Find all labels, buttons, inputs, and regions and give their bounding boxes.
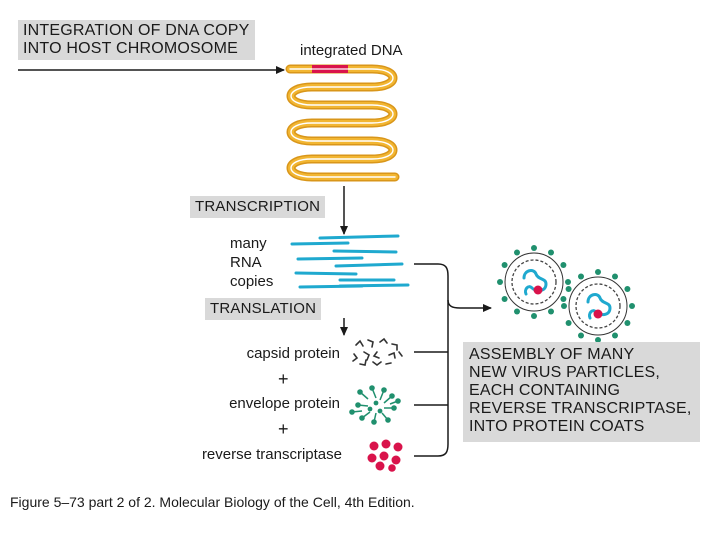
reverse-transcriptase-icon xyxy=(367,439,403,472)
rna-label-line-2: RNA xyxy=(230,254,262,271)
plus-sign: + xyxy=(278,419,289,439)
integration-step-label: INTEGRATION OF DNA COPY INTO HOST CHROMO… xyxy=(18,20,255,60)
capsid-protein-label: capsid protein xyxy=(246,345,340,362)
envelope-protein-icon xyxy=(349,385,401,425)
virus-particle-icon xyxy=(497,245,571,319)
rna-copies-label: many RNA copies xyxy=(230,234,273,291)
assembly-line-1: ASSEMBLY OF MANY xyxy=(469,346,635,363)
virus-particle-icon xyxy=(561,269,635,343)
rna-label-line-1: many xyxy=(230,235,267,252)
envelope-protein-label: envelope protein xyxy=(229,395,340,412)
figure-caption: Figure 5–73 part 2 of 2. Molecular Biolo… xyxy=(10,494,415,510)
assembly-bracket xyxy=(414,263,492,457)
plus-sign: + xyxy=(278,369,289,389)
assembly-line-2: NEW VIRUS PARTICLES, xyxy=(469,364,660,381)
integrated-dna-strand xyxy=(285,64,400,182)
assembly-line-4: REVERSE TRANSCRIPTASE, xyxy=(469,400,692,417)
integration-line-2: INTO HOST CHROMOSOME xyxy=(23,40,238,57)
integration-line-1: INTEGRATION OF DNA COPY xyxy=(23,22,250,39)
integrated-dna-label: integrated DNA xyxy=(300,42,403,59)
rna-label-line-3: copies xyxy=(230,273,274,290)
translation-step-label: TRANSLATION xyxy=(205,298,322,320)
transcription-step-label: TRANSCRIPTION xyxy=(190,196,326,218)
assembly-line-5: INTO PROTEIN COATS xyxy=(469,418,645,435)
assembly-step-label: ASSEMBLY OF MANY NEW VIRUS PARTICLES, EA… xyxy=(463,342,700,442)
rna-copies xyxy=(290,234,410,289)
capsid-protein-icon xyxy=(352,337,403,366)
assembly-line-3: EACH CONTAINING xyxy=(469,382,621,399)
reverse-transcriptase-label: reverse transcriptase xyxy=(201,446,342,463)
